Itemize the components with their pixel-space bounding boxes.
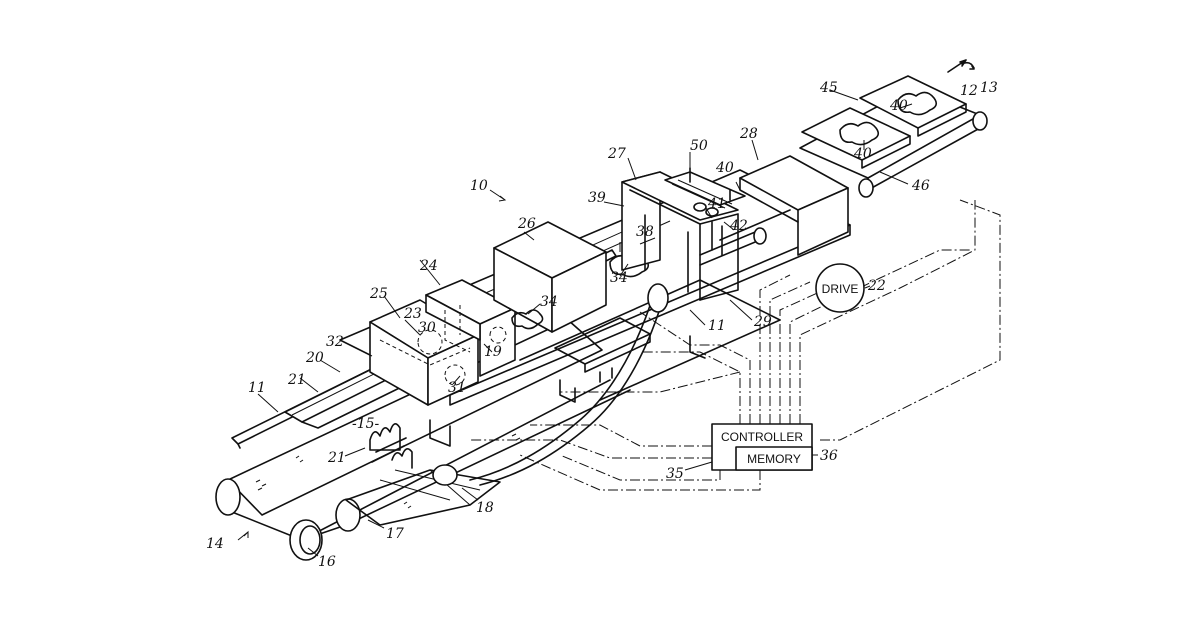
drive-label: DRIVE — [822, 282, 859, 296]
ref-39: 39 — [588, 190, 606, 206]
ref-25: 25 — [369, 286, 388, 302]
ref-22: 22 — [867, 278, 886, 294]
ref-40-gantry: 40 — [715, 160, 734, 176]
ref-45: 45 — [819, 80, 838, 96]
drum-17 — [336, 499, 360, 531]
ref-27: 27 — [607, 146, 626, 162]
controller-box: CONTROLLER MEMORY — [712, 424, 812, 470]
ref-21-bottom: 21 — [327, 450, 346, 466]
ref-34-right: 34 — [610, 270, 628, 286]
ref-32: 32 — [326, 334, 344, 350]
ref-24: 24 — [419, 258, 438, 274]
ref-13: 13 — [980, 80, 998, 96]
ref-15: -15- — [352, 416, 380, 432]
memory-label: MEMORY — [747, 452, 801, 466]
ref-21-top: 21 — [287, 372, 306, 388]
ref-12: 12 — [960, 83, 978, 99]
controller-label: CONTROLLER — [721, 430, 803, 444]
ref-28: 28 — [739, 126, 758, 142]
ref-20: 20 — [305, 350, 324, 366]
ref-17: 17 — [386, 526, 404, 542]
leader-lines — [238, 90, 912, 556]
ref-42: 42 — [729, 218, 748, 234]
ref-11-left: 11 — [248, 380, 266, 396]
drum-left — [216, 479, 240, 515]
ref-35: 35 — [666, 466, 684, 482]
ref-11-right: 11 — [708, 318, 726, 334]
ref-31: 31 — [448, 380, 466, 396]
ref-40-tray2: 40 — [889, 98, 908, 114]
ref-30: 30 — [418, 320, 436, 336]
ref-19: 19 — [484, 344, 502, 360]
ref-10: 10 — [470, 178, 488, 194]
ref-16: 16 — [318, 554, 336, 570]
ref-38: 38 — [636, 224, 654, 240]
ref-41: 41 — [707, 196, 726, 212]
ref-40-tray1: 40 — [853, 146, 872, 162]
ref-46: 46 — [911, 178, 930, 194]
ref-14: 14 — [206, 536, 224, 552]
drive-box: DRIVE — [816, 264, 864, 312]
ref-34-left: 34 — [540, 294, 558, 310]
ref-50: 50 — [690, 138, 708, 154]
ref-26: 26 — [517, 216, 536, 232]
ref-36: 36 — [820, 448, 838, 464]
ref-18: 18 — [476, 500, 494, 516]
ref-29: 29 — [753, 314, 772, 330]
